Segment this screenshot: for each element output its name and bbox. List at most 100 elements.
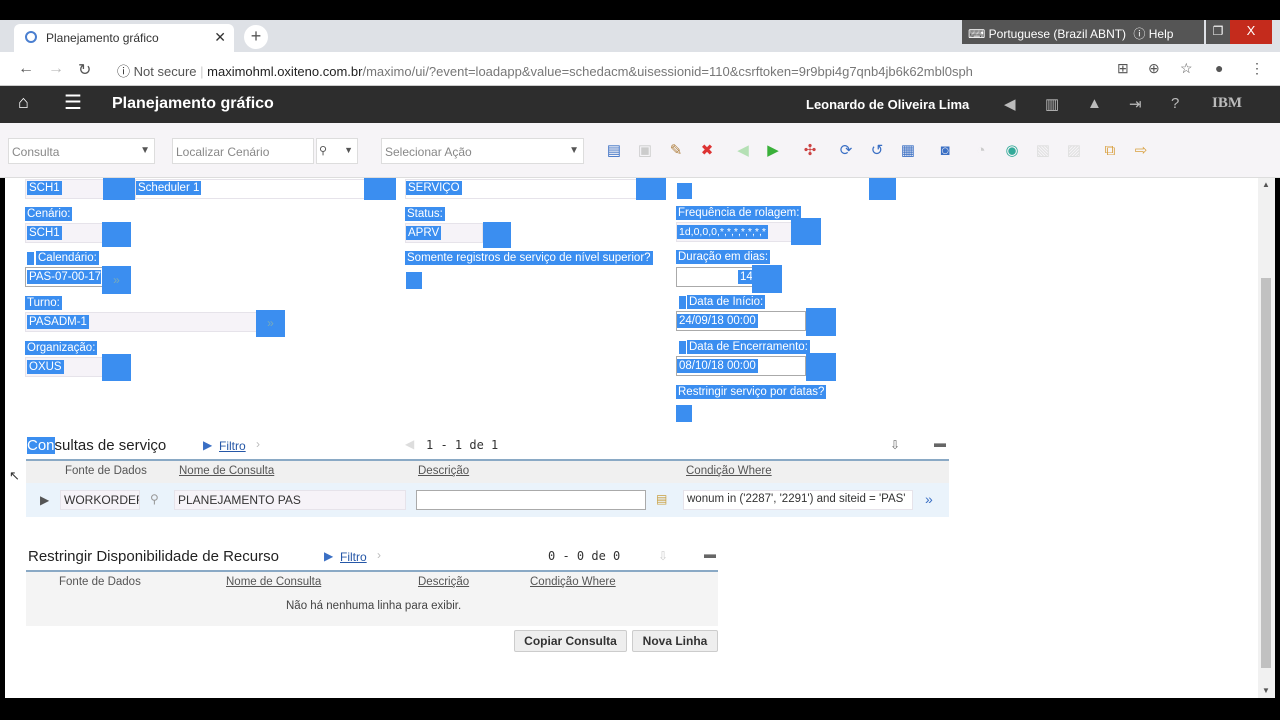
optimize-icon[interactable]: ◔ (976, 142, 986, 159)
url-input[interactable]: ⓘ Not secure | maximohml.oxiteno.com.br/… (105, 56, 1105, 82)
vertical-scrollbar[interactable]: ▲ ▼ (1258, 178, 1275, 698)
expand-row-icon[interactable]: ▶ (40, 493, 50, 507)
table-header: Fonte de Dados Nome de Consulta Descriçã… (26, 461, 949, 483)
table-row[interactable]: ▶ WORKORDER ⚲ PLANEJAMENTO PAS ▤ wonum i… (26, 483, 949, 517)
filter-arrow-icon[interactable]: ▶ (324, 549, 334, 563)
nome-field[interactable]: PLANEJAMENTO PAS (174, 490, 406, 510)
system-language-bar: ⌨ Portuguese (Brazil ABNT) ⓘ Help (962, 20, 1204, 44)
delete-icon[interactable]: ✖ (700, 142, 714, 159)
import-icon[interactable]: ⇨ (1134, 142, 1148, 159)
language-label[interactable]: Portuguese (Brazil ABNT) (988, 27, 1127, 41)
compare-icon[interactable]: ▨ (1066, 142, 1082, 159)
ibm-logo: IBM (1212, 95, 1242, 111)
col-nome[interactable]: Nome de Consulta (226, 576, 322, 588)
where-field[interactable]: wonum in ('2287', '2291') and siteid = '… (683, 490, 913, 510)
refresh-icon[interactable]: ⟳ (839, 142, 853, 159)
help-label[interactable]: Help (1148, 27, 1174, 41)
somente-label: Somente registros de serviço de nível su… (405, 251, 653, 265)
col-descricao[interactable]: Descrição (418, 576, 470, 588)
frequencia-value: 1d,0,0,0,*,*,*,*,*,*,* (677, 225, 768, 239)
filter-link[interactable]: Filtro (340, 550, 367, 564)
lookup-icon[interactable]: ⚲ (150, 492, 159, 506)
star-icon[interactable]: ☆ (1180, 60, 1193, 76)
previous-icon[interactable]: ◀ (737, 142, 749, 159)
save-view-icon[interactable]: ▦ (900, 142, 916, 159)
translate-icon[interactable]: ⊞ (1117, 60, 1129, 76)
encerramento-value: 08/10/18 00:00 (677, 359, 758, 373)
export-icon[interactable]: ⧉ (1104, 142, 1116, 159)
frequencia-lookup-icon[interactable] (791, 218, 821, 245)
copy-query-button[interactable]: Copiar Consulta (514, 630, 627, 652)
home-icon[interactable]: ⌂ (18, 92, 29, 112)
scrollbar-thumb[interactable] (1261, 278, 1271, 668)
go-to-icon[interactable]: » (102, 266, 131, 294)
publish-icon[interactable]: ◉ (1005, 142, 1019, 159)
col-descricao[interactable]: Descrição (418, 465, 470, 477)
schedule-icon[interactable]: ◙ (940, 142, 950, 159)
filter-arrow-icon[interactable]: ▶ (203, 438, 213, 452)
close-window-button[interactable]: X (1230, 20, 1272, 44)
longdesc-icon[interactable] (364, 178, 396, 200)
col-where[interactable]: Condição Where (530, 576, 616, 588)
lookup-icon[interactable] (102, 354, 131, 381)
next-icon[interactable]: ▶ (767, 142, 779, 159)
close-tab-icon[interactable]: ✕ (214, 29, 226, 45)
scroll-up-icon[interactable]: ▲ (1262, 180, 1270, 189)
prev-page-icon[interactable]: ◀ (405, 437, 415, 451)
descricao-field[interactable] (416, 490, 646, 510)
col-nome[interactable]: Nome de Consulta (179, 465, 275, 477)
search-button[interactable]: ⚲▼ (316, 138, 358, 164)
back-icon[interactable]: ← (18, 60, 34, 77)
toolbar: Consulta▼ Localizar Cenário ⚲▼ Seleciona… (0, 123, 1280, 178)
reload-icon[interactable]: ↻ (78, 62, 92, 79)
bulletin-icon[interactable]: ◀ (1004, 96, 1016, 113)
longdesc-icon[interactable]: ▤ (656, 492, 668, 506)
new-tab-button[interactable]: + (244, 25, 268, 49)
pagination: 0 - 0 de 0 (548, 549, 621, 563)
undo-icon[interactable]: ↺ (870, 142, 884, 159)
minimize-icon[interactable]: ▬ (704, 547, 716, 561)
somente-checkbox[interactable] (406, 272, 422, 289)
scroll-down-icon[interactable]: ▼ (1262, 686, 1270, 695)
forward-icon[interactable]: → (48, 60, 64, 77)
go-to-icon[interactable]: » (925, 491, 933, 507)
status-lookup-icon[interactable] (483, 222, 511, 248)
new-row-button[interactable]: Nova Linha (632, 630, 718, 652)
filter-link[interactable]: Filtro (219, 439, 246, 453)
link-icon[interactable] (869, 178, 896, 200)
graphic-icon[interactable]: ✣ (803, 142, 817, 159)
download-icon[interactable]: ⇩ (890, 438, 901, 452)
profile-icon[interactable]: ▲ (1087, 95, 1102, 112)
checkbox[interactable] (677, 183, 692, 199)
reports-icon[interactable]: ▥ (1045, 96, 1060, 113)
zoom-icon[interactable]: ⊕ (1148, 60, 1160, 76)
user-name[interactable]: Leonardo de Oliveira Lima (806, 97, 970, 112)
calendar-icon[interactable] (806, 308, 836, 336)
query-select[interactable]: Consulta▼ (8, 138, 155, 164)
fonte-field[interactable]: WORKORDER (60, 490, 140, 510)
help-icon[interactable]: ? (1171, 95, 1180, 112)
calendar-icon[interactable] (806, 353, 836, 381)
restore-window-button[interactable]: ❐ (1206, 20, 1230, 44)
browser-tab[interactable]: Planejamento gráfico ✕ (14, 24, 234, 52)
find-scenario-input[interactable]: Localizar Cenário (172, 138, 314, 164)
object-lookup-icon[interactable] (636, 178, 666, 200)
action-select[interactable]: Selecionar Ação▼ (381, 138, 584, 164)
col-fonte: Fonte de Dados (59, 576, 141, 588)
hamburger-menu-icon[interactable]: ☰ (64, 92, 82, 114)
signout-icon[interactable]: ⇥ (1129, 96, 1142, 113)
commit-icon[interactable]: ▧ (1035, 142, 1051, 159)
edit-icon[interactable]: ✎ (669, 142, 683, 159)
save-icon[interactable]: ▣ (637, 142, 653, 159)
minimize-icon[interactable]: ▬ (934, 436, 946, 450)
find-placeholder: Localizar Cenário (176, 145, 270, 159)
new-record-icon[interactable]: ▤ (606, 142, 622, 159)
restringir-checkbox[interactable] (676, 405, 692, 422)
go-to-icon[interactable]: » (256, 310, 285, 337)
col-fonte: Fonte de Dados (65, 465, 147, 477)
profile-icon[interactable]: ● (1215, 60, 1224, 76)
menu-icon[interactable]: ⋮ (1250, 60, 1264, 76)
duracao-label: Duração em dias: (676, 250, 771, 264)
download-icon[interactable]: ⇩ (658, 549, 669, 563)
col-where[interactable]: Condição Where (686, 465, 772, 477)
